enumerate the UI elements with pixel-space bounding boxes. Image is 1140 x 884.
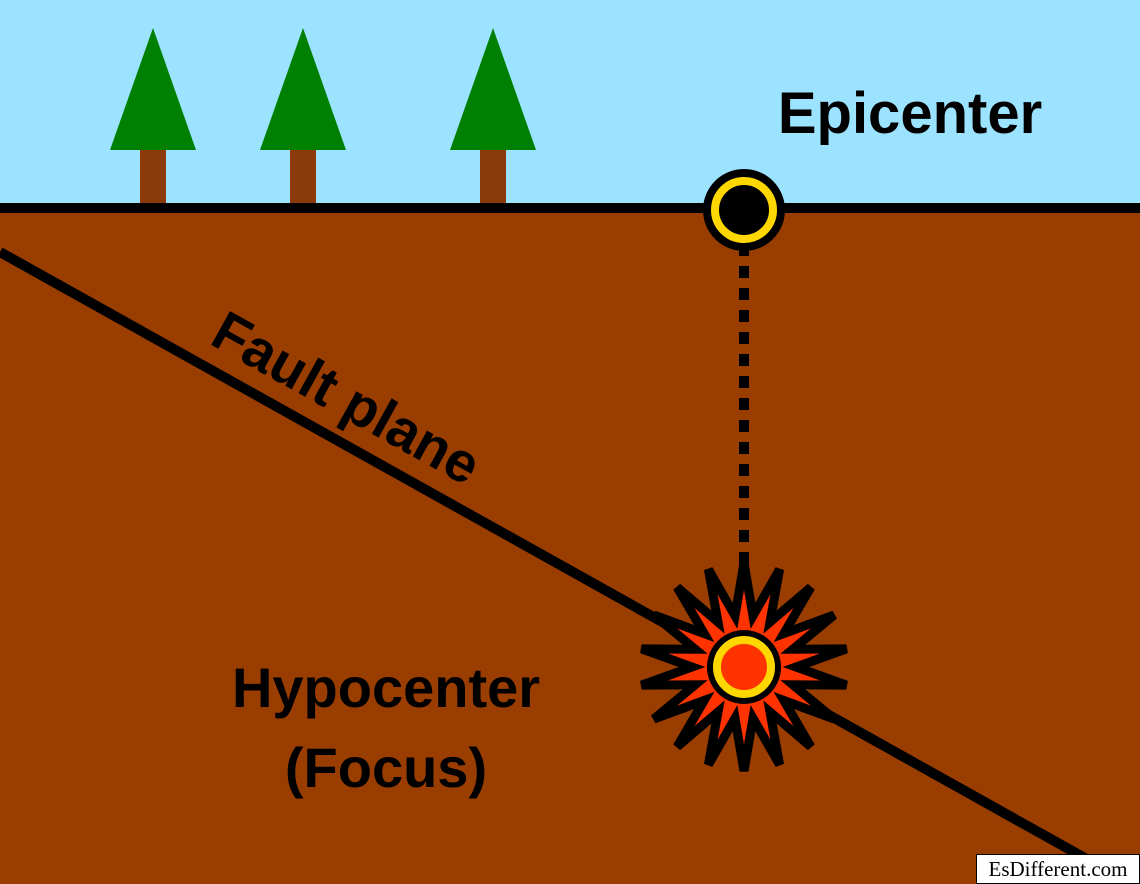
focus-label: (Focus) bbox=[285, 736, 487, 799]
starburst-icon bbox=[640, 562, 848, 772]
ring-marker-icon bbox=[703, 169, 785, 251]
epicenter-label: Epicenter bbox=[778, 81, 1042, 146]
pine-tree-icon bbox=[110, 28, 196, 204]
ground bbox=[0, 208, 1140, 884]
fault-plane-line bbox=[0, 247, 1095, 867]
sky bbox=[0, 0, 1140, 208]
pine-tree-icon bbox=[450, 28, 536, 204]
pine-tree-icon bbox=[260, 28, 346, 204]
watermark: EsDifferent.com bbox=[976, 854, 1140, 884]
hypocenter-label: Hypocenter bbox=[232, 656, 540, 719]
